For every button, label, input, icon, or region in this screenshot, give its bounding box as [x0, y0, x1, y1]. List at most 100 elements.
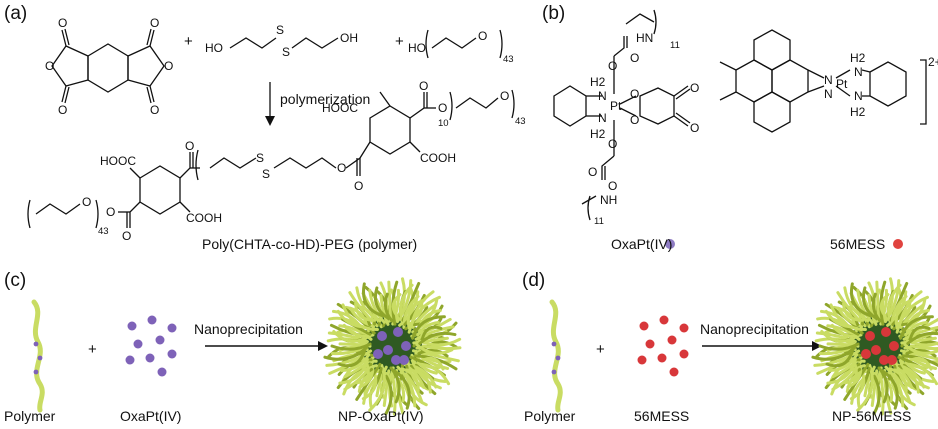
np-brush-strand: [389, 366, 401, 404]
atom-o: O: [164, 59, 173, 73]
polymer-o: O: [122, 229, 131, 243]
np-brush-strand: [875, 280, 880, 317]
np-brush-strand: [829, 303, 867, 332]
np-brush-strand: [907, 355, 938, 370]
np-brush-strand: [338, 342, 366, 347]
np-brush-strand: [379, 293, 390, 326]
atom-n: N: [824, 87, 833, 101]
atom-o: O: [58, 103, 67, 117]
label-mess-d: 56MESS: [634, 408, 690, 424]
atom-o: O: [630, 113, 639, 127]
np-drug-particle: [393, 327, 403, 337]
np-brush-strand: [811, 345, 857, 361]
hd-s1: S: [276, 23, 284, 37]
panel-label-d: (d): [522, 270, 546, 291]
polymer-s2: S: [262, 167, 270, 181]
atom-h2: H2: [850, 105, 866, 119]
atom-n: N: [598, 89, 607, 103]
oxapt-particles: [125, 315, 177, 377]
np-56mess-nanoparticle: [811, 277, 938, 416]
np-brush-strand: [337, 349, 366, 368]
np-brush-strand: [880, 369, 899, 410]
atom-h2: H2: [590, 127, 606, 141]
np-brush-strand: [861, 286, 878, 320]
label-np-oxapt: NP-OxaPt(IV): [338, 408, 424, 424]
arrow-label-d: Nanoprecipitation: [700, 321, 809, 337]
np-brush-strand: [400, 367, 420, 393]
atom-nh: HN: [636, 31, 653, 45]
np-brush-strand: [908, 325, 931, 341]
np-brush-strand: [871, 292, 882, 323]
polymer-o: O: [419, 79, 428, 93]
np-brush-strand: [888, 367, 908, 393]
np-brush-strand: [411, 349, 460, 363]
np-brush-strand: [872, 375, 881, 416]
np-brush-strand: [416, 321, 440, 337]
atom-pt: Pt: [610, 99, 622, 113]
np-brush-strand: [417, 348, 449, 358]
np-brush-strand: [813, 349, 861, 367]
np-oxapt-nanoparticle: [323, 277, 462, 416]
peg-ho: HO: [408, 41, 426, 55]
polymer-o: O: [185, 139, 194, 153]
polymer-hooc-left: HOOC: [100, 154, 136, 168]
plus-c: +: [88, 341, 97, 358]
label-np-mess: NP-56MESS: [832, 408, 912, 424]
plus-a2: +: [395, 33, 404, 50]
np-brush-strand: [892, 372, 912, 405]
np-brush-strand: [904, 321, 928, 337]
np-brush-strand: [383, 292, 394, 323]
np-brush-strand: [867, 293, 878, 326]
np-brush-strand: [330, 342, 372, 351]
atom-h2: H2: [850, 51, 866, 65]
polymer-o: O: [354, 179, 363, 193]
atom-n: N: [854, 89, 863, 103]
mess-label: 56MESS: [830, 236, 886, 252]
np-brush-strand: [421, 340, 458, 352]
np-drug-particle: [861, 349, 871, 359]
np-drug-particle: [865, 331, 875, 341]
hd-oh: OH: [340, 31, 358, 45]
np-brush-strand: [879, 293, 890, 321]
label-polymer-d: Polymer: [524, 408, 576, 424]
atom-o: O: [608, 137, 617, 151]
polymer-peg-bracket-left: [27, 199, 31, 229]
np-brush-strand: [341, 303, 379, 332]
chain-sub-11b: 11: [594, 216, 604, 227]
atom-o: O: [608, 179, 617, 193]
np-brush-strand: [820, 329, 859, 343]
polymer-chain-icon: [549, 299, 563, 413]
np-brush-strand: [354, 301, 377, 322]
oxapt-dot-icon: [665, 239, 675, 249]
np-brush-strand: [818, 347, 851, 356]
np-brush-strand: [895, 295, 929, 334]
np-brush-strand: [856, 288, 874, 324]
np-brush-strand: [419, 355, 450, 370]
np-brush-strand: [392, 288, 401, 320]
np-brush-strand: [841, 362, 858, 385]
anhydride-ring-left: [51, 45, 89, 87]
np-brush-strand: [392, 369, 411, 410]
anhydride-ring-right: [127, 45, 165, 87]
polymer-o: O: [500, 89, 509, 103]
np-drug-particle: [889, 341, 899, 351]
np-brush-strand: [390, 372, 397, 416]
np-brush-strand: [325, 349, 373, 367]
polymer-ring-left: [139, 165, 181, 215]
atom-n: N: [854, 65, 863, 79]
np-brush-strand: [373, 286, 390, 320]
panel-label-b: (b): [542, 3, 566, 24]
np-brush-strand: [368, 363, 386, 412]
atom-o: O: [58, 16, 67, 30]
np-brush-strand: [856, 363, 874, 412]
np-brush-strand: [850, 282, 874, 318]
np-brush-strand: [368, 288, 386, 324]
dach-ring: [553, 85, 587, 127]
atom-o: O: [150, 103, 159, 117]
polymer-o: O: [438, 101, 447, 115]
np-brush-strand: [406, 298, 426, 330]
np-brush-strand: [420, 325, 443, 341]
polymer-s1: S: [256, 151, 264, 165]
np-brush-strand: [828, 353, 859, 373]
atom-o: O: [690, 121, 699, 135]
